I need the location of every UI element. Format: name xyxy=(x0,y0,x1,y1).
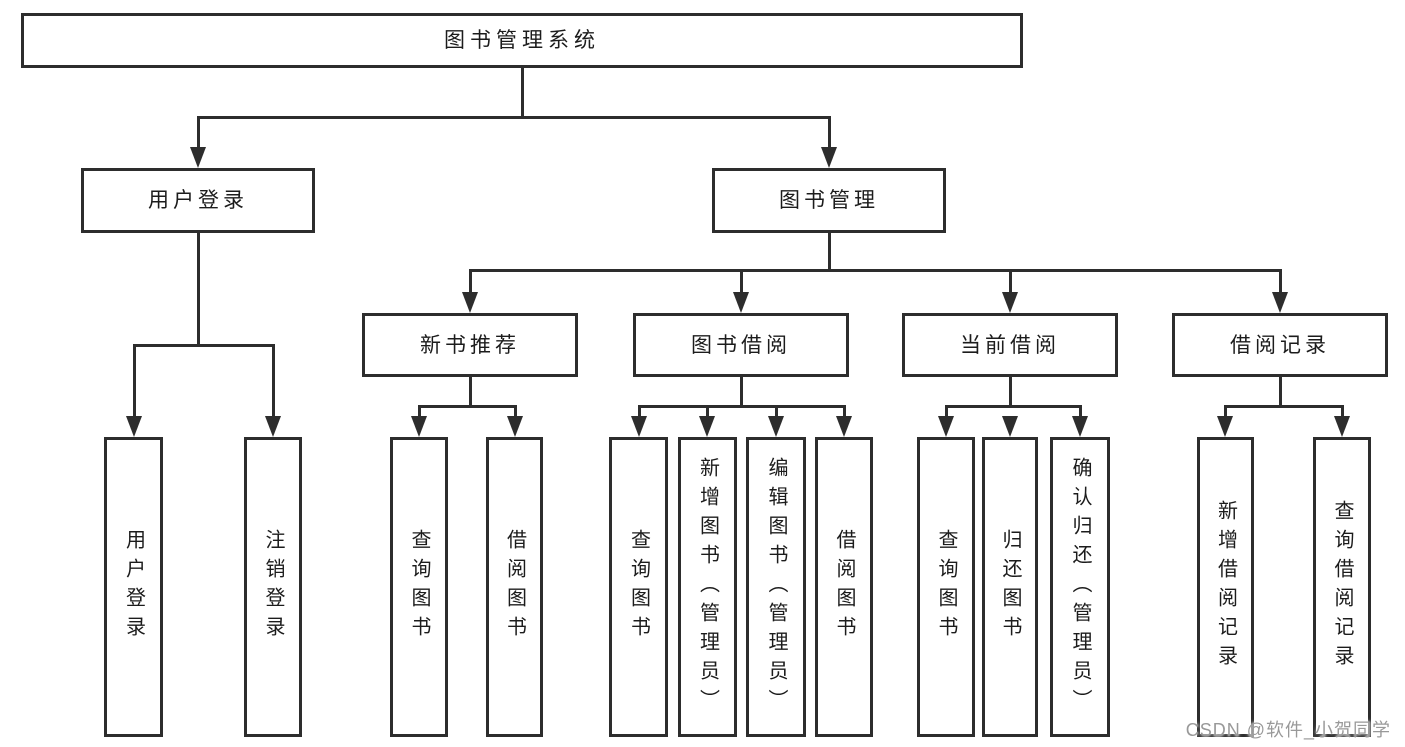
connector-line xyxy=(1223,404,1227,422)
arrow-down-icon xyxy=(821,147,837,168)
node-logout: 注销登录 xyxy=(244,437,302,737)
node-label: 新书推荐 xyxy=(420,333,520,357)
connector-line xyxy=(513,404,517,422)
arrow-down-icon xyxy=(1002,416,1018,437)
connector-line xyxy=(132,343,136,422)
node-records: 借阅记录 xyxy=(1172,313,1388,377)
connector-line xyxy=(944,404,1082,408)
connector-line xyxy=(271,343,275,422)
node-bw-borrow: 借阅图书 xyxy=(815,437,873,737)
arrow-down-icon xyxy=(126,416,142,437)
node-label: 用户登录 xyxy=(148,189,248,212)
arrow-down-icon xyxy=(768,416,784,437)
node-label: 查询图书 xyxy=(935,529,957,645)
arrow-down-icon xyxy=(1072,416,1088,437)
node-system: 图书管理系统 xyxy=(21,13,1023,68)
node-label: 查询图书 xyxy=(627,529,650,645)
connector-line xyxy=(417,404,517,408)
node-label: 图书管理 xyxy=(779,189,879,212)
arrow-down-icon xyxy=(938,416,954,437)
arrow-down-icon xyxy=(836,416,852,437)
connector-line xyxy=(468,375,472,408)
connector-line xyxy=(196,115,831,119)
arrow-down-icon xyxy=(1272,292,1288,313)
node-bw-add: 新增图书（管理员） xyxy=(678,437,737,737)
connector-line xyxy=(1223,404,1344,408)
arrow-down-icon xyxy=(1334,416,1350,437)
node-label: 新增图书（管理员） xyxy=(696,456,719,718)
node-borrowing: 图书借阅 xyxy=(633,313,849,377)
arrow-down-icon xyxy=(507,416,523,437)
arrow-down-icon xyxy=(699,416,715,437)
connector-line xyxy=(827,115,831,152)
node-label: 归还图书 xyxy=(999,529,1021,645)
watermark: CSDN @软件_小贺同学 xyxy=(1185,720,1391,740)
arrow-down-icon xyxy=(462,292,478,313)
arrow-down-icon xyxy=(1002,292,1018,313)
connector-line xyxy=(1078,404,1082,422)
node-label: 注销登录 xyxy=(262,529,284,645)
connector-line xyxy=(944,404,948,422)
connector-line xyxy=(196,231,200,347)
node-current: 当前借阅 xyxy=(902,313,1118,377)
node-new-books: 新书推荐 xyxy=(362,313,578,377)
connector-line xyxy=(739,268,743,298)
arrow-down-icon xyxy=(1217,416,1233,437)
arrow-down-icon xyxy=(411,416,427,437)
connector-line xyxy=(1278,268,1282,298)
connector-line xyxy=(1278,375,1282,408)
node-label: 新增借阅记录 xyxy=(1214,500,1237,674)
node-label: 用户登录 xyxy=(122,529,145,645)
node-label: 借阅图书 xyxy=(503,529,526,645)
connector-line xyxy=(520,66,524,119)
node-book-mgmt: 图书管理 xyxy=(712,168,946,233)
node-bw-query: 查询图书 xyxy=(609,437,668,737)
node-login: 用户登录 xyxy=(104,437,163,737)
connector-line xyxy=(196,115,200,152)
connector-line xyxy=(1008,268,1012,298)
node-nb-borrow: 借阅图书 xyxy=(486,437,543,737)
node-label: 借阅记录 xyxy=(1230,333,1330,357)
node-label: 确认归还（管理员） xyxy=(1069,456,1091,718)
node-label: 借阅图书 xyxy=(833,529,855,645)
connector-line xyxy=(468,268,472,298)
node-user-login: 用户登录 xyxy=(81,168,315,233)
node-cu-query: 查询图书 xyxy=(917,437,975,737)
connector-line xyxy=(1008,375,1012,408)
node-rc-query: 查询借阅记录 xyxy=(1313,437,1371,737)
connector-line xyxy=(827,231,831,272)
node-label: 查询图书 xyxy=(408,529,430,645)
node-label: 当前借阅 xyxy=(960,333,1060,357)
node-label: 图书管理系统 xyxy=(444,29,600,52)
connector-line xyxy=(1340,404,1344,422)
connector-line xyxy=(637,404,641,422)
connector-line xyxy=(705,404,709,422)
connector-line xyxy=(417,404,421,422)
arrow-down-icon xyxy=(190,147,206,168)
node-cu-confirm: 确认归还（管理员） xyxy=(1050,437,1110,737)
connector-line xyxy=(774,404,778,422)
connector-line xyxy=(468,268,1282,272)
node-label: 查询借阅记录 xyxy=(1331,500,1353,674)
node-nb-query: 查询图书 xyxy=(390,437,448,737)
node-bw-edit: 编辑图书（管理员） xyxy=(746,437,806,737)
arrow-down-icon xyxy=(631,416,647,437)
node-label: 图书借阅 xyxy=(691,333,791,357)
connector-line xyxy=(132,343,275,347)
arrow-down-icon xyxy=(265,416,281,437)
connector-line xyxy=(739,375,743,408)
node-cu-return: 归还图书 xyxy=(982,437,1038,737)
connector-line xyxy=(637,404,846,408)
connector-line xyxy=(842,404,846,422)
node-rc-add: 新增借阅记录 xyxy=(1197,437,1254,737)
node-label: 编辑图书（管理员） xyxy=(765,456,787,718)
arrow-down-icon xyxy=(733,292,749,313)
